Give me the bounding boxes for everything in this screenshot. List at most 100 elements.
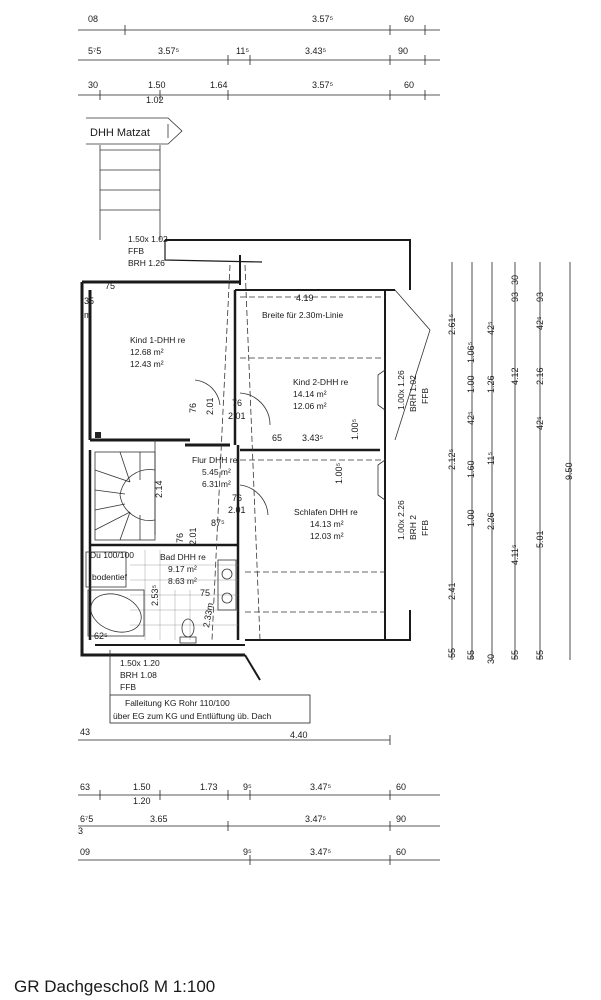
svg-text:4.12: 4.12 (510, 367, 520, 385)
room-area-2: 12.06 m² (293, 401, 327, 411)
top-dim-2-a: 5⁷5 (88, 46, 101, 56)
svg-text:1.20: 1.20 (133, 796, 151, 806)
svg-text:9⁵: 9⁵ (243, 782, 252, 792)
top-dim-3-b: 1.50 (148, 80, 166, 90)
svg-text:FFB: FFB (120, 682, 136, 692)
svg-text:11⁵: 11⁵ (486, 452, 496, 465)
top-dim-2-b: 3.57⁵ (158, 46, 180, 56)
svg-text:BRH 2: BRH 2 (408, 515, 418, 540)
top-dim-3-a: 30 (88, 80, 98, 90)
top-dim-3-sub: 1.02 (146, 95, 164, 105)
svg-text:55: 55 (447, 648, 457, 658)
svg-text:1.50x 1.20: 1.50x 1.20 (120, 658, 160, 668)
svg-text:FFB: FFB (420, 388, 430, 404)
svg-text:2.16: 2.16 (535, 367, 545, 385)
svg-text:62⁵: 62⁵ (94, 631, 108, 641)
room-area-2: 12.03 m² (310, 531, 344, 541)
svg-text:42⁵: 42⁵ (535, 416, 545, 430)
svg-text:93: 93 (510, 292, 520, 302)
svg-text:2.33m: 2.33m (201, 602, 215, 628)
svg-text:43: 43 (80, 727, 90, 737)
svg-text:42⁵: 42⁵ (466, 411, 476, 425)
room-kind1: Kind 1-DHH re 12.68 m² 12.43 m² 76 2.01 (95, 335, 221, 438)
top-dim-1-a: 08 (88, 14, 98, 24)
svg-text:2.01: 2.01 (228, 505, 246, 515)
svg-text:2.53⁵: 2.53⁵ (150, 584, 160, 606)
room-name: Bad DHH re (160, 552, 206, 562)
window-right-lower: 1.00x 2.26 BRH 2 FFB (396, 500, 430, 540)
svg-text:3.65: 3.65 (150, 814, 168, 824)
room-area-1: 9.17 m² (168, 564, 197, 574)
svg-text:93: 93 (535, 292, 545, 302)
svg-text:30: 30 (510, 275, 520, 285)
svg-text:3.43⁵: 3.43⁵ (302, 433, 324, 443)
room-area-1: 14.14 m² (293, 389, 327, 399)
room-bad: Bad DHH re 9.17 m² 8.63 m² 76 2.01 2.53⁵… (130, 527, 238, 644)
svg-text:Du 100/100: Du 100/100 (90, 550, 134, 560)
svg-text:1.00x 2.26: 1.00x 2.26 (396, 500, 406, 540)
svg-text:42⁵: 42⁵ (486, 321, 496, 335)
svg-text:09: 09 (80, 847, 90, 857)
top-dim-2-d: 3.43⁵ (305, 46, 327, 56)
window-bottom: 1.50x 1.20 BRH 1.08 FFB (120, 658, 160, 692)
line-label: Breite für 2.30m-Linie (262, 310, 344, 320)
top-dim-2-c: 11⁵ (236, 46, 249, 56)
svg-text:über EG zum KG und Entlüftung: über EG zum KG und Entlüftung üb. Dach (113, 711, 272, 721)
top-dim-3-c: 1.64 (210, 80, 228, 90)
svg-text:55: 55 (535, 650, 545, 660)
svg-text:6⁷5: 6⁷5 (80, 814, 93, 824)
svg-text:3: 3 (78, 826, 83, 836)
svg-text:3.47⁵: 3.47⁵ (310, 782, 332, 792)
room-name: Flur DHH re (192, 455, 238, 465)
svg-text:65: 65 (272, 433, 282, 443)
svg-text:1.73: 1.73 (200, 782, 218, 792)
room-area-2: 12.43 m² (130, 359, 164, 369)
top-dim-1-c: 60 (404, 14, 414, 24)
svg-text:9⁵: 9⁵ (243, 847, 252, 857)
top-dim-2-e: 90 (398, 46, 408, 56)
roof-slope-lines (211, 264, 385, 641)
top-dim-3-d: 3.57⁵ (312, 80, 334, 90)
svg-text:1.00: 1.00 (466, 509, 476, 527)
svg-text:4.40: 4.40 (290, 730, 308, 740)
svg-text:1.50x 1.02: 1.50x 1.02 (128, 234, 168, 244)
svg-text:2.12⁵: 2.12⁵ (447, 448, 457, 470)
room-flur: Flur DHH re 5.45 m² 6.31 m² 2.14 87⁵ (154, 440, 238, 535)
room-name: Kind 1-DHH re (130, 335, 186, 345)
svg-text:60: 60 (396, 847, 406, 857)
svg-text:76: 76 (175, 533, 185, 543)
falleitung-note: Falleitung KG Rohr 110/100 über EG zum K… (109, 650, 311, 724)
svg-text:1.00⁵: 1.00⁵ (350, 418, 360, 440)
svg-text:1.00: 1.00 (466, 375, 476, 393)
svg-text:1.06⁵: 1.06⁵ (466, 341, 476, 363)
svg-text:76: 76 (232, 398, 242, 408)
top-dimension-chain: 08 3.57⁵ 60 5⁷5 3.57⁵ 11⁵ 3.43⁵ 90 30 1.… (78, 14, 440, 105)
svg-text:5.01: 5.01 (535, 530, 545, 548)
svg-text:1.60: 1.60 (466, 460, 476, 478)
svg-text:3.47⁵: 3.47⁵ (305, 814, 327, 824)
svg-text:90: 90 (396, 814, 406, 824)
svg-text:m: m (84, 310, 92, 320)
svg-text:1.00x 1.26: 1.00x 1.26 (396, 370, 406, 410)
svg-text:55: 55 (466, 650, 476, 660)
room-area-2: 8.63 m² (168, 576, 197, 586)
svg-text:BRH 1.26: BRH 1.26 (128, 258, 165, 268)
svg-text:76: 76 (232, 493, 242, 503)
roof-width-label: 4.19 (296, 293, 314, 303)
svg-text:75: 75 (105, 281, 115, 291)
svg-text:2.01: 2.01 (188, 527, 198, 545)
top-dim-1-b: 3.57⁵ (312, 14, 334, 24)
svg-text:bodentief: bodentief (92, 572, 128, 582)
room-area-1: 12.68 m² (130, 347, 164, 357)
svg-text:60: 60 (396, 782, 406, 792)
window-top: 1.50x 1.02 FFB BRH 1.26 75 35 m (84, 234, 168, 320)
svg-text:75: 75 (200, 588, 210, 598)
svg-text:2.26: 2.26 (486, 512, 496, 530)
svg-text:1.00⁵: 1.00⁵ (334, 462, 344, 484)
room-name: Schlafen DHH re (294, 507, 358, 517)
neighbor-house-label: DHH Matzat (86, 117, 183, 145)
drawing-title: GR Dachgeschoß M 1:100 (14, 977, 215, 996)
svg-text:1.26: 1.26 (486, 375, 496, 393)
svg-text:Falleitung KG Rohr 110/100: Falleitung KG Rohr 110/100 (125, 698, 230, 708)
